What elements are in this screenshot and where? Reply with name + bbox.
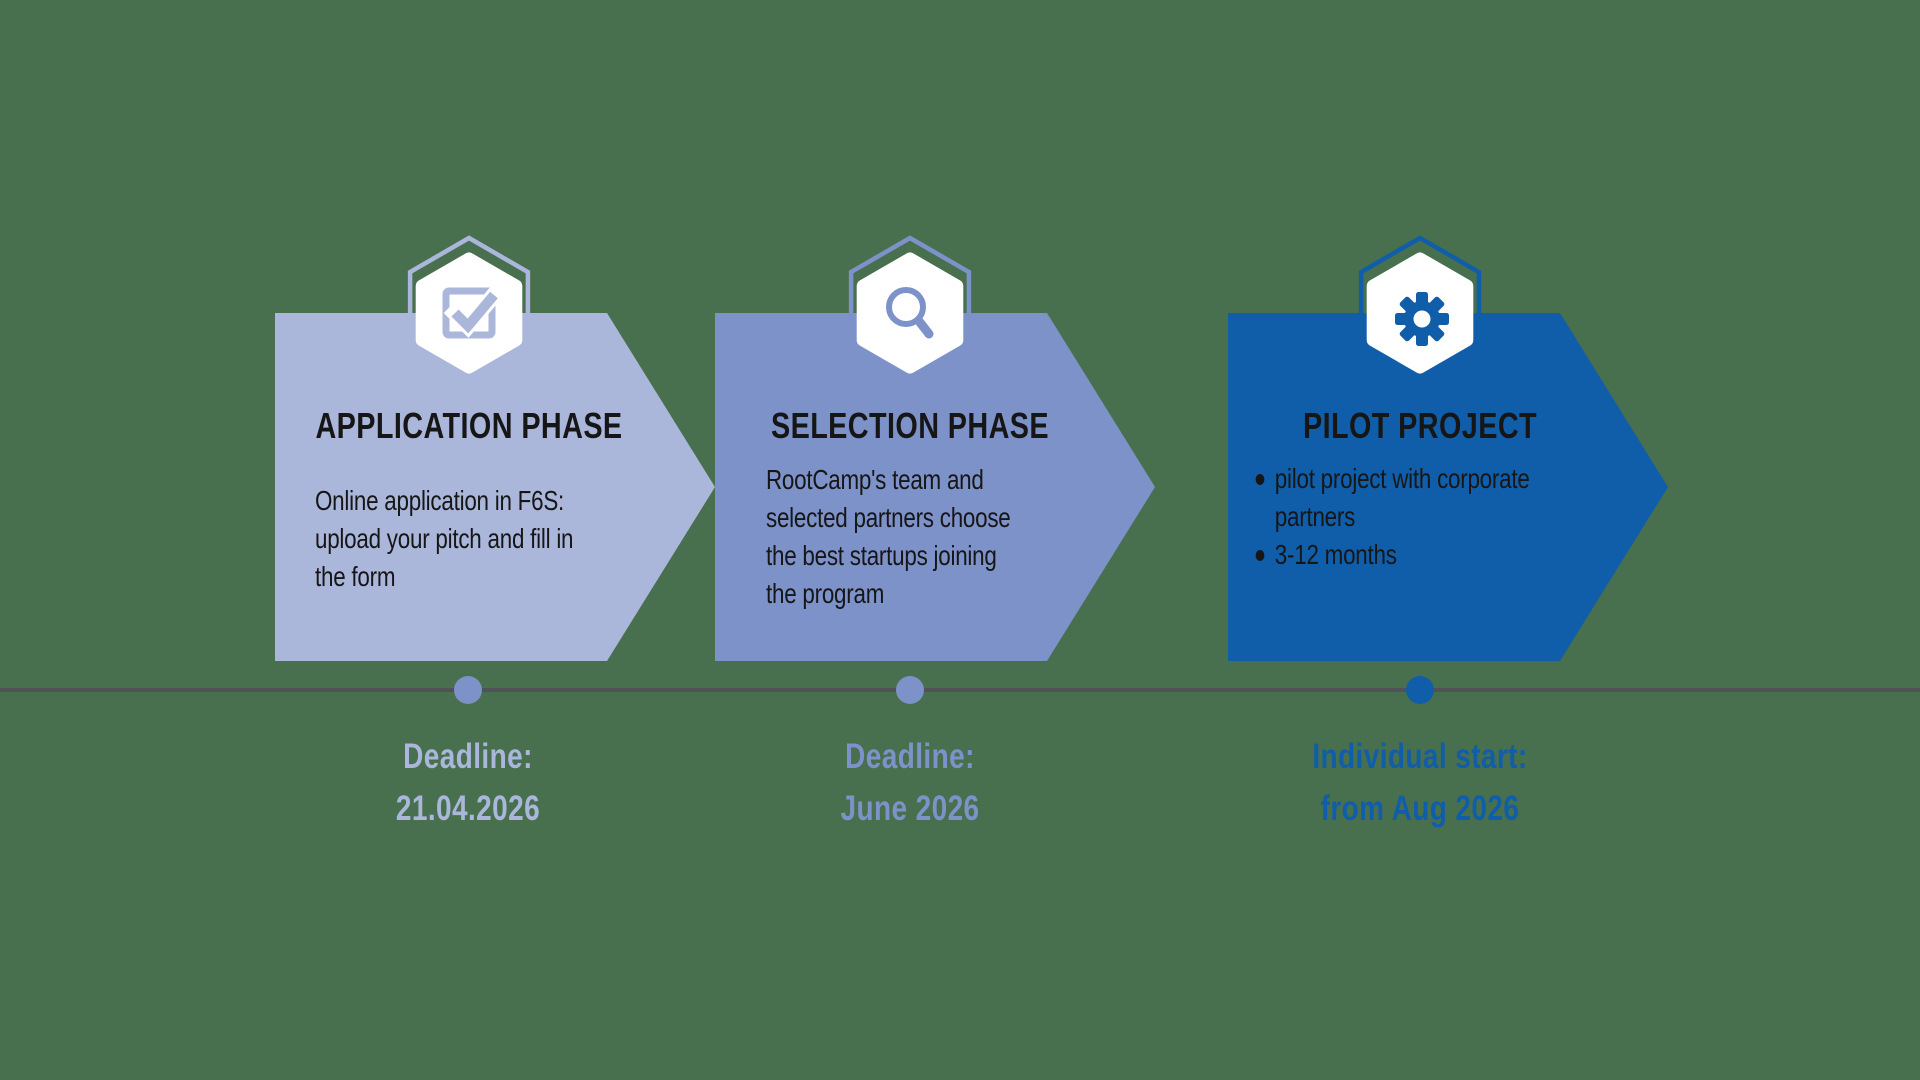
timeline-label-selection-deadline: Deadline: June 2026 [750, 731, 1070, 835]
gear-icon [1358, 235, 1482, 377]
phase-application: APPLICATION PHASE Online application in … [275, 235, 715, 661]
phase-title: APPLICATION PHASE [315, 405, 623, 446]
arrow-shape-application [275, 313, 715, 661]
label-line: Deadline: [403, 737, 533, 776]
timeline-dot-pilot [1406, 676, 1434, 704]
bullet-item: 3-12 months [1254, 536, 1598, 574]
hexagon-outline [1358, 235, 1482, 377]
label-line: Deadline: [845, 737, 975, 776]
arrow-shape-pilot [1228, 313, 1668, 661]
checkbox-check-icon [407, 235, 531, 377]
magnifier-icon [848, 235, 972, 377]
phase-description: RootCamp's team and selected partners ch… [766, 464, 1011, 609]
arrow-shape-selection [715, 313, 1155, 661]
bullet-item: pilot project with corporate partners [1254, 460, 1598, 536]
label-line: June 2026 [840, 789, 980, 828]
phase-bullet-list: pilot project with corporate partners 3-… [1254, 460, 1598, 574]
label-line: Individual start: [1312, 737, 1528, 776]
timeline-dot-selection [896, 676, 924, 704]
timeline-label-application-deadline: Deadline: 21.04.2026 [308, 731, 628, 835]
phase-selection: SELECTION PHASE RootCamp's team and sele… [715, 235, 1155, 661]
timeline-dot-application [454, 676, 482, 704]
hexagon-badge [856, 252, 964, 374]
label-line: 21.04.2026 [395, 789, 541, 828]
timeline-line [0, 688, 1920, 692]
phase-description: Online application in F6S: upload your p… [315, 485, 574, 592]
hexagon-outline [407, 235, 531, 377]
phase-title: SELECTION PHASE [770, 405, 1050, 446]
hexagon-outline [848, 235, 972, 377]
label-line: from Aug 2026 [1320, 789, 1520, 828]
phase-title: PILOT PROJECT [1302, 405, 1538, 446]
timeline-label-pilot-start: Individual start: from Aug 2026 [1260, 731, 1580, 835]
phase-pilot-project: PILOT PROJECT pilot project with corpora… [1228, 235, 1668, 661]
